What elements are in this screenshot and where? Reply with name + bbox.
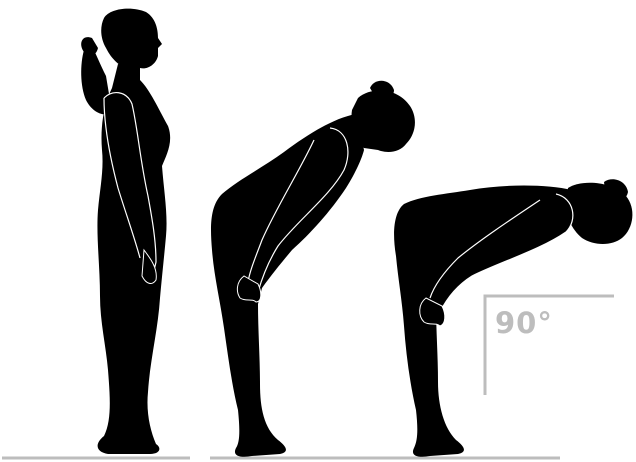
angle-label: 90° <box>495 306 553 340</box>
standing-figure <box>81 9 170 454</box>
forward-bend-figure <box>211 81 415 457</box>
